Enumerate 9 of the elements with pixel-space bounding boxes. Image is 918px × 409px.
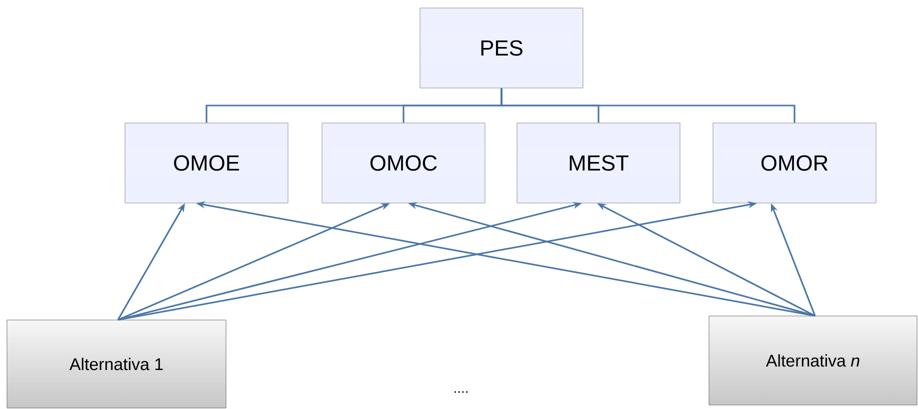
category-box: PES <box>420 8 584 88</box>
alternative-box: Alternativa n <box>708 316 918 406</box>
category-box: OMOC <box>322 122 486 204</box>
ellipsis-label: .... <box>454 391 468 393</box>
connector-line <box>500 88 796 123</box>
category-box: OMOR <box>712 122 876 204</box>
category-box: MEST <box>516 122 680 204</box>
alternative-box: Alternativa 1 <box>6 320 226 408</box>
category-box: OMOE <box>124 122 288 204</box>
